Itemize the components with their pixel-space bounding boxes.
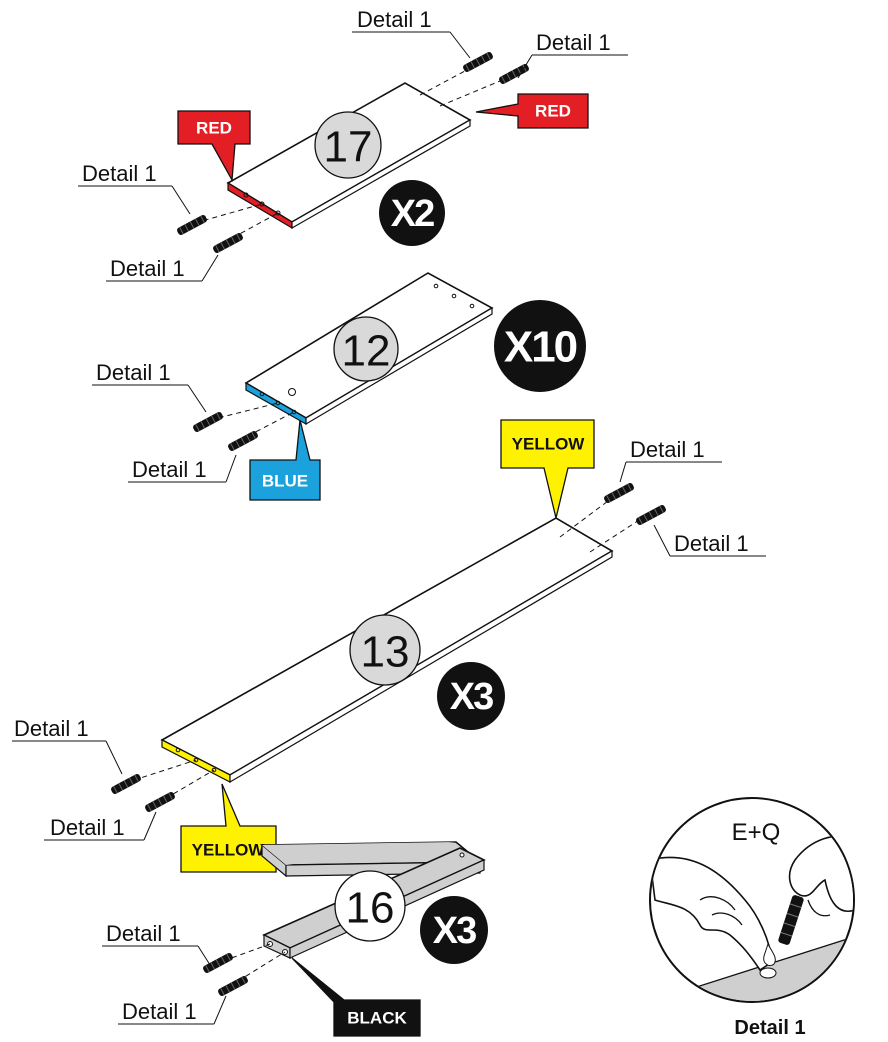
svg-text:17: 17	[324, 123, 373, 172]
svg-text:YELLOW: YELLOW	[512, 435, 586, 454]
part-number-circle: 13	[349, 614, 421, 686]
dowel	[226, 429, 260, 453]
dowel	[211, 231, 245, 255]
svg-text:RED: RED	[196, 119, 232, 138]
edge-tag-blue: BLUE	[249, 419, 321, 501]
svg-text:RED: RED	[535, 102, 571, 121]
quantity-badge: X10	[494, 300, 586, 392]
svg-text:YELLOW: YELLOW	[192, 841, 266, 860]
detail-label: Detail 1	[630, 437, 705, 462]
svg-text:13: 13	[361, 628, 410, 677]
panel-13: Detail 1 Detail 1 Detail 1 Detail 1 YELL…	[12, 419, 766, 873]
svg-text:12: 12	[342, 327, 391, 376]
svg-text:BLUE: BLUE	[262, 472, 308, 491]
detail-label: Detail 1	[674, 531, 749, 556]
svg-text:16: 16	[346, 884, 395, 933]
detail-label: Detail 1	[14, 716, 89, 741]
panel-16: Detail 1 Detail 1 BLACK 16 X3	[102, 841, 488, 1037]
detail-label: Detail 1	[132, 457, 207, 482]
dowel	[216, 974, 250, 998]
svg-text:X2: X2	[391, 193, 434, 235]
detail-label: Detail 1	[96, 360, 171, 385]
detail-label: Detail 1	[106, 921, 181, 946]
part-number-circle: 16	[334, 870, 406, 942]
edge-tag-red: RED	[177, 110, 251, 183]
detail-inset: E+Q Detail 1	[649, 797, 855, 1039]
part-number-circle: 12	[333, 316, 399, 382]
detail-label: Detail 1	[110, 256, 185, 281]
edge-tag-yellow: YELLOW	[180, 783, 277, 873]
part-number-circle: 17	[314, 111, 382, 179]
glue-label: E+Q	[732, 819, 781, 846]
detail-label: Detail 1	[82, 161, 157, 186]
detail-label: Detail 1	[122, 999, 197, 1024]
quantity-badge: X2	[379, 180, 445, 246]
edge-tag-red: RED	[475, 93, 589, 129]
svg-text:X3: X3	[433, 910, 476, 952]
edge-tag-yellow: YELLOW	[500, 419, 595, 519]
dowel	[201, 951, 235, 975]
dowel	[175, 213, 209, 237]
detail-label: Detail 1	[536, 30, 611, 55]
svg-text:BLACK: BLACK	[347, 1009, 407, 1028]
svg-text:X3: X3	[450, 676, 493, 718]
detail-title: Detail 1	[734, 1017, 805, 1039]
dowel	[109, 772, 143, 796]
detail-label: Detail 1	[357, 7, 432, 32]
svg-text:X10: X10	[504, 323, 577, 372]
dowel	[143, 790, 177, 814]
detail-label: Detail 1	[50, 815, 125, 840]
quantity-badge: X3	[437, 662, 505, 730]
panel-17: Detail 1 Detail 1 Detail 1 Detail 1 RED …	[78, 7, 628, 282]
panel-12: Detail 1 Detail 1 BLUE 12 X10	[92, 272, 586, 501]
edge-tag-black: BLACK	[291, 957, 421, 1037]
dowel	[602, 481, 636, 505]
dowel	[191, 410, 225, 434]
dowel	[634, 503, 668, 527]
quantity-badge: X3	[420, 896, 488, 964]
